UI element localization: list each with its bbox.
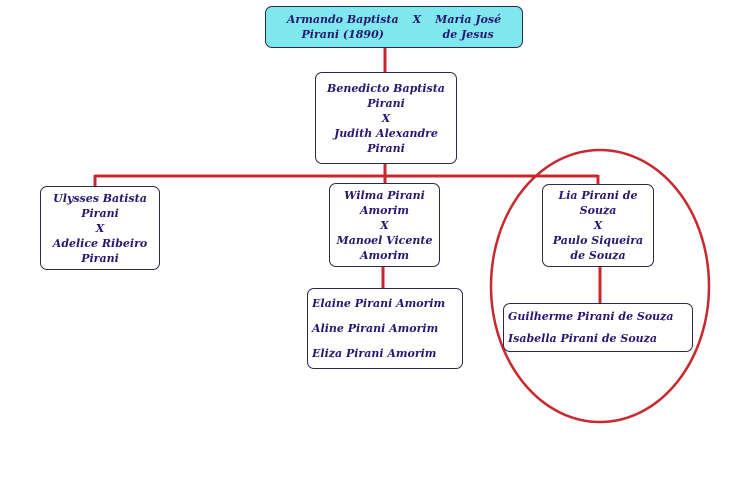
- root-husband-line2: Pirani (1890): [301, 28, 384, 41]
- gen2-line: Pirani: [367, 96, 405, 110]
- gen3-wilma-box: Wilma Pirani Amorim X Manoel Vicente Amo…: [329, 183, 440, 267]
- root-husband-line1: Armando Baptista: [286, 13, 399, 26]
- gen3-line: X: [95, 221, 105, 235]
- child-name: Guilherme Pirani de Souza: [508, 310, 674, 324]
- gen3-ulysses-box: Ulysses Batista Pirani X Adelice Ribeiro…: [40, 186, 160, 270]
- gen3-line: Wilma Pirani: [344, 188, 425, 202]
- gen3-line: Souza: [579, 204, 617, 217]
- child-name: Elaine Pirani Amorim: [312, 297, 446, 310]
- child-name: Eliza Pirani Amorim: [312, 347, 437, 360]
- amorim-children-box: Elaine Pirani Amorim Aline Pirani Amorim…: [307, 288, 463, 369]
- root-marriage-symbol: X: [412, 13, 422, 26]
- gen3-line: Pirani: [81, 251, 119, 265]
- gen3-line: Lia Pirani de: [558, 189, 638, 202]
- gen2-line: X: [381, 111, 391, 125]
- gen3-line: Manoel Vicente: [336, 233, 433, 247]
- gen3-lia-box: Lia Pirani de Souza X Paulo Siqueira de …: [542, 184, 654, 267]
- gen3-line: Paulo Siqueira: [552, 234, 644, 247]
- gen2-line: Pirani: [367, 141, 405, 155]
- gen3-line: Adelice Ribeiro: [52, 236, 148, 250]
- gen3-line: X: [380, 218, 389, 232]
- gen3-line: Amorim: [359, 203, 410, 217]
- gen3-line: Ulysses Batista: [53, 191, 147, 205]
- gen3-line: Amorim: [359, 248, 410, 262]
- root-couple-box: Armando Baptista Pirani (1890) X Maria J…: [265, 6, 523, 48]
- gen3-line: Pirani: [81, 206, 119, 220]
- gen2-line: Benedicto Baptista: [327, 81, 445, 95]
- child-name: Aline Pirani Amorim: [312, 322, 439, 335]
- highlight-ellipse: [489, 148, 711, 424]
- gen3-line: X: [593, 219, 603, 232]
- souza-children-box: Guilherme Pirani de Souza Isabella Piran…: [503, 303, 693, 352]
- gen3-line: de Souza: [570, 249, 626, 262]
- gen2-couple-box: Benedicto Baptista Pirani X Judith Alexa…: [315, 72, 457, 164]
- gen2-line: Judith Alexandre: [334, 126, 438, 140]
- root-wife-line1: Maria José: [435, 13, 502, 26]
- root-wife-line2: de Jesus: [442, 28, 494, 41]
- child-name: Isabella Pirani de Souza: [508, 331, 658, 345]
